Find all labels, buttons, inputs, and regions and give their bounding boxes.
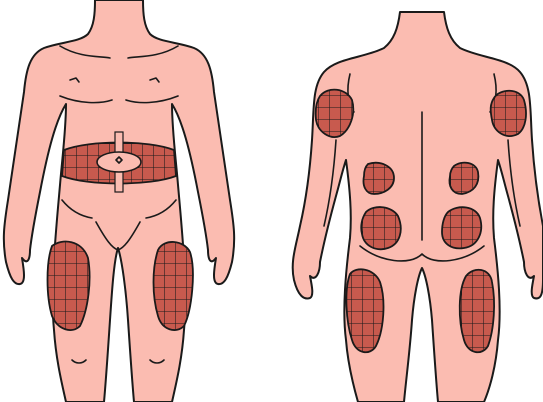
back-flank-zone-right[interactable] xyxy=(450,163,479,194)
back-flank-zone-left[interactable] xyxy=(363,163,394,194)
back-buttock-zone-left[interactable] xyxy=(361,207,401,249)
back-thigh-zone-left[interactable] xyxy=(346,269,383,352)
back-figure xyxy=(293,12,543,402)
front-figure xyxy=(4,0,234,402)
front-thigh-zone-right[interactable] xyxy=(48,242,90,331)
back-body-outline xyxy=(293,12,543,402)
back-upper-arm-zone-right[interactable] xyxy=(491,91,526,136)
front-thigh-zone-left[interactable] xyxy=(154,242,193,330)
back-upper-arm-zone-left[interactable] xyxy=(316,90,354,137)
front-body-outline xyxy=(4,0,234,402)
back-thigh-zone-right[interactable] xyxy=(460,270,494,353)
back-buttock-zone-right[interactable] xyxy=(442,207,481,248)
